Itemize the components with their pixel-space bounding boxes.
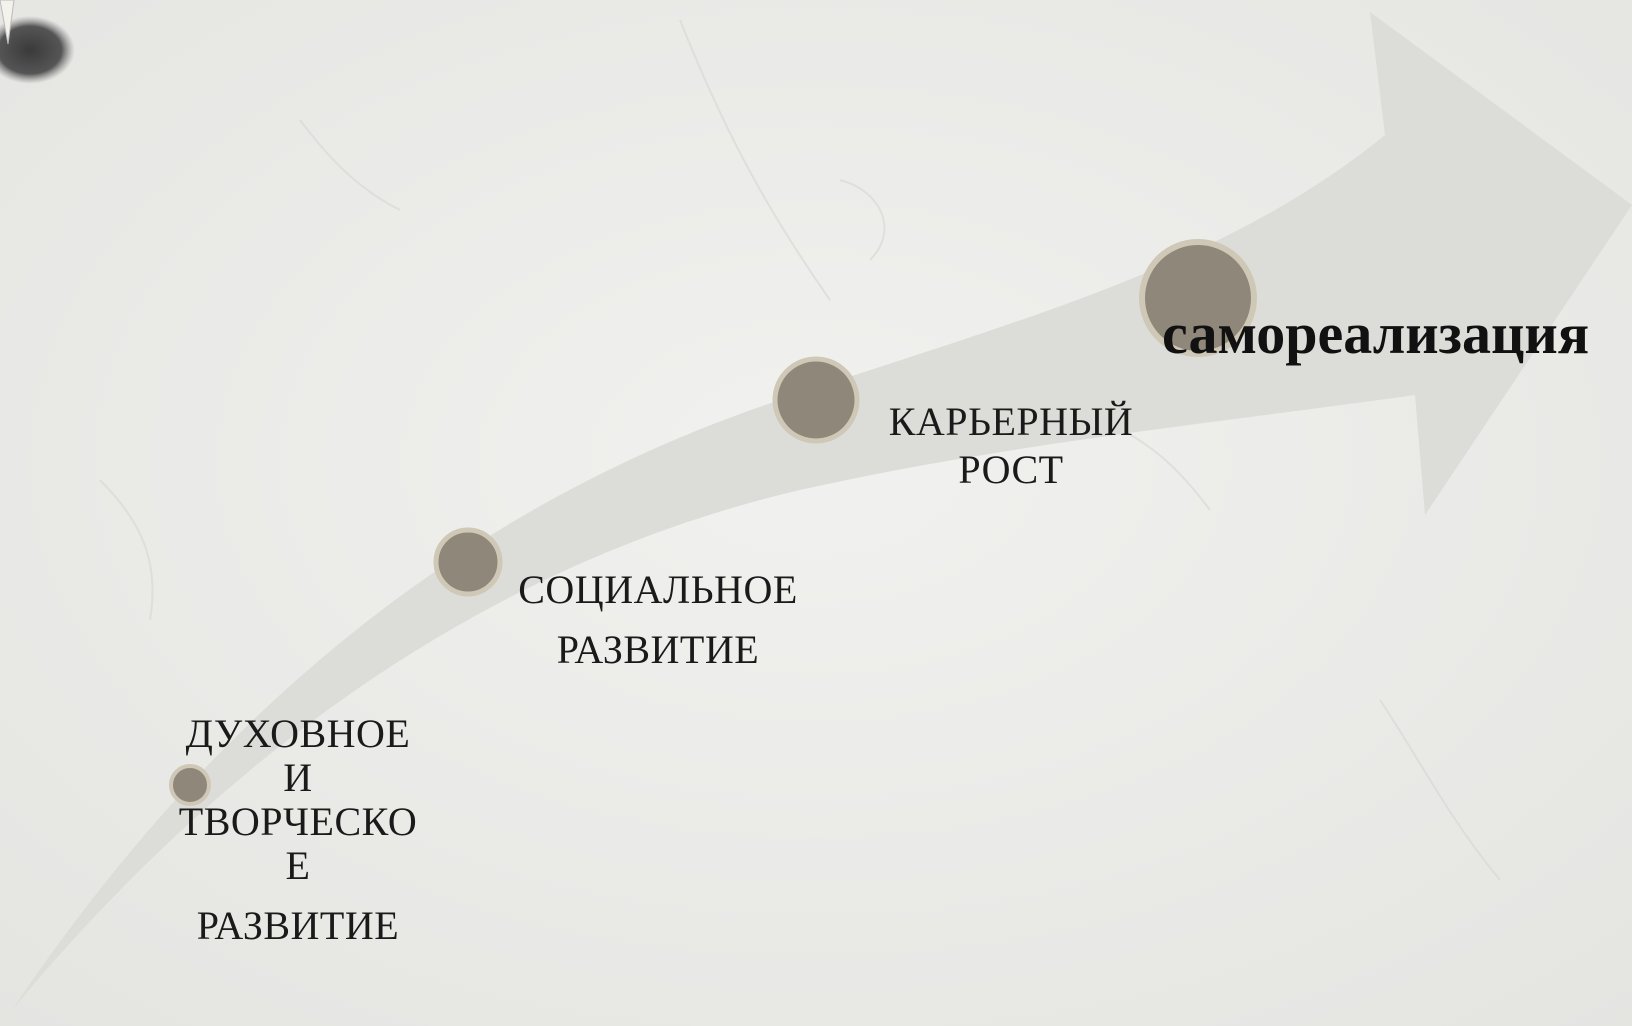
stage-label-career: КАРЬЕРНЫЙ РОСТ — [876, 398, 1146, 494]
stage-dot-career — [775, 359, 857, 441]
stage-label-line: ДУХОВНОЕ — [168, 712, 428, 756]
stage-label-line: И — [168, 756, 428, 800]
stage-label-line: КАРЬЕРНЫЙ — [876, 398, 1146, 446]
stage-label-line: СОЦИАЛЬНОЕ — [498, 560, 818, 620]
stage-label-line: РАЗВИТИЕ — [168, 904, 428, 948]
stage-label-self-realization: самореализация — [1162, 300, 1632, 368]
stage-label-spiritual: ДУХОВНОЕ И ТВОРЧЕСКО Е РАЗВИТИЕ — [168, 712, 428, 948]
stage-label-line: Е — [168, 844, 428, 888]
stage-label-social: СОЦИАЛЬНОЕ РАЗВИТИЕ — [498, 560, 818, 680]
stage-label-line: самореализация — [1162, 300, 1632, 368]
stage-label-line: РОСТ — [876, 446, 1146, 494]
stage-dot-social — [436, 530, 500, 594]
stage-label-line: РАЗВИТИЕ — [498, 620, 818, 680]
stage-label-line: ТВОРЧЕСКО — [168, 800, 428, 844]
